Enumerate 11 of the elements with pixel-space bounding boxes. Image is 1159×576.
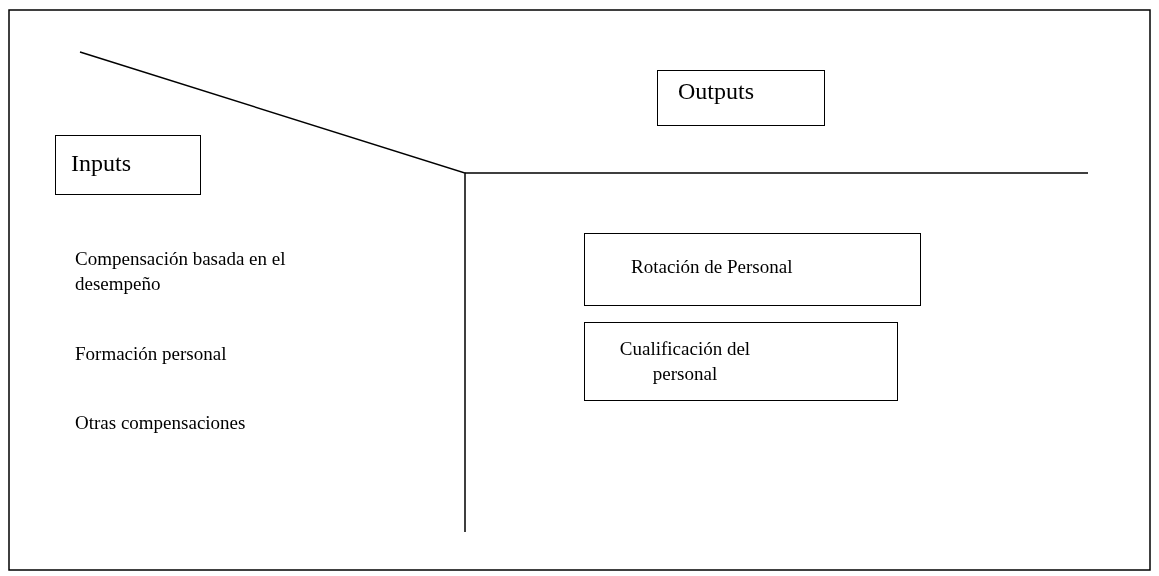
text-box <box>584 322 898 401</box>
text-box <box>55 135 201 195</box>
text-box <box>657 70 825 126</box>
text-box <box>584 233 921 306</box>
input-item: Compensación basada en el desempeño <box>75 247 287 296</box>
box-label: Rotación de Personal <box>631 255 794 279</box>
box-label: Outputs <box>678 79 755 104</box>
box-label: Inputs <box>71 151 132 176</box>
box-label: Cualificación del personal <box>618 337 752 386</box>
input-item: Otras compensaciones <box>75 411 247 435</box>
input-item: Formación personal <box>75 342 228 366</box>
